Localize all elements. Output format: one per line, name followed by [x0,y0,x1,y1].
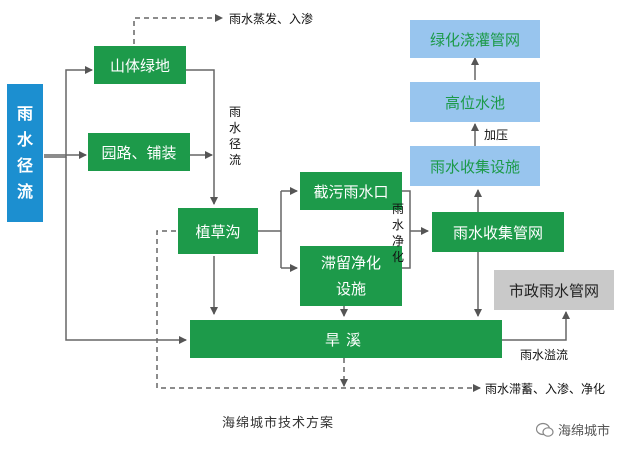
node-grass-ditch: 植草沟 [178,208,258,254]
node-irrigation-network: 绿化浇灌管网 [410,20,540,58]
label-pressurize: 加压 [484,128,509,142]
label-overflow: 雨水溢流 [520,348,569,362]
label-purify-vertical: 雨水净化 [391,202,404,264]
edge-creek-municipal [502,311,570,341]
node-collect-pipe-network: 雨水收集管网 [432,212,564,252]
node-municipal-pipe-network: 市政雨水管网 [494,270,614,310]
node-rainwater-runoff: 雨水径流 [7,84,43,222]
label-runoff-vertical: 雨水径流 [228,105,241,167]
figure-caption: 海绵城市技术方案 [222,416,335,431]
node-collect-facility: 雨水收集设施 [410,146,540,186]
edge-runoff-mountain [44,66,93,158]
label-evaporation-infiltration: 雨水蒸发、入渗 [229,12,314,26]
watermark: 海绵城市 [535,420,611,439]
node-mountain-green: 山体绿地 [94,46,186,84]
node-retention-facility: 滞留净化设施 [300,246,402,306]
edge-mountain-ditch [186,69,218,205]
edge-intercept-out [402,190,411,269]
label-retain-infiltrate-purify: 雨水滞蓄、入渗、净化 [485,382,606,396]
edge-retain-dashed [156,230,481,392]
node-intercept-inlet: 截污雨水口 [300,172,402,210]
node-roads-paving: 园路、铺装 [88,133,190,171]
edge-evap-dashed [133,14,223,44]
wechat-logo-icon [535,422,554,438]
runoff-label: 雨水径流 [16,104,33,201]
edge-runoff-creek [65,157,187,344]
watermark-text: 海绵城市 [558,424,611,439]
node-high-pool: 高位水池 [410,82,540,122]
node-dry-creek: 旱溪 [190,320,502,358]
